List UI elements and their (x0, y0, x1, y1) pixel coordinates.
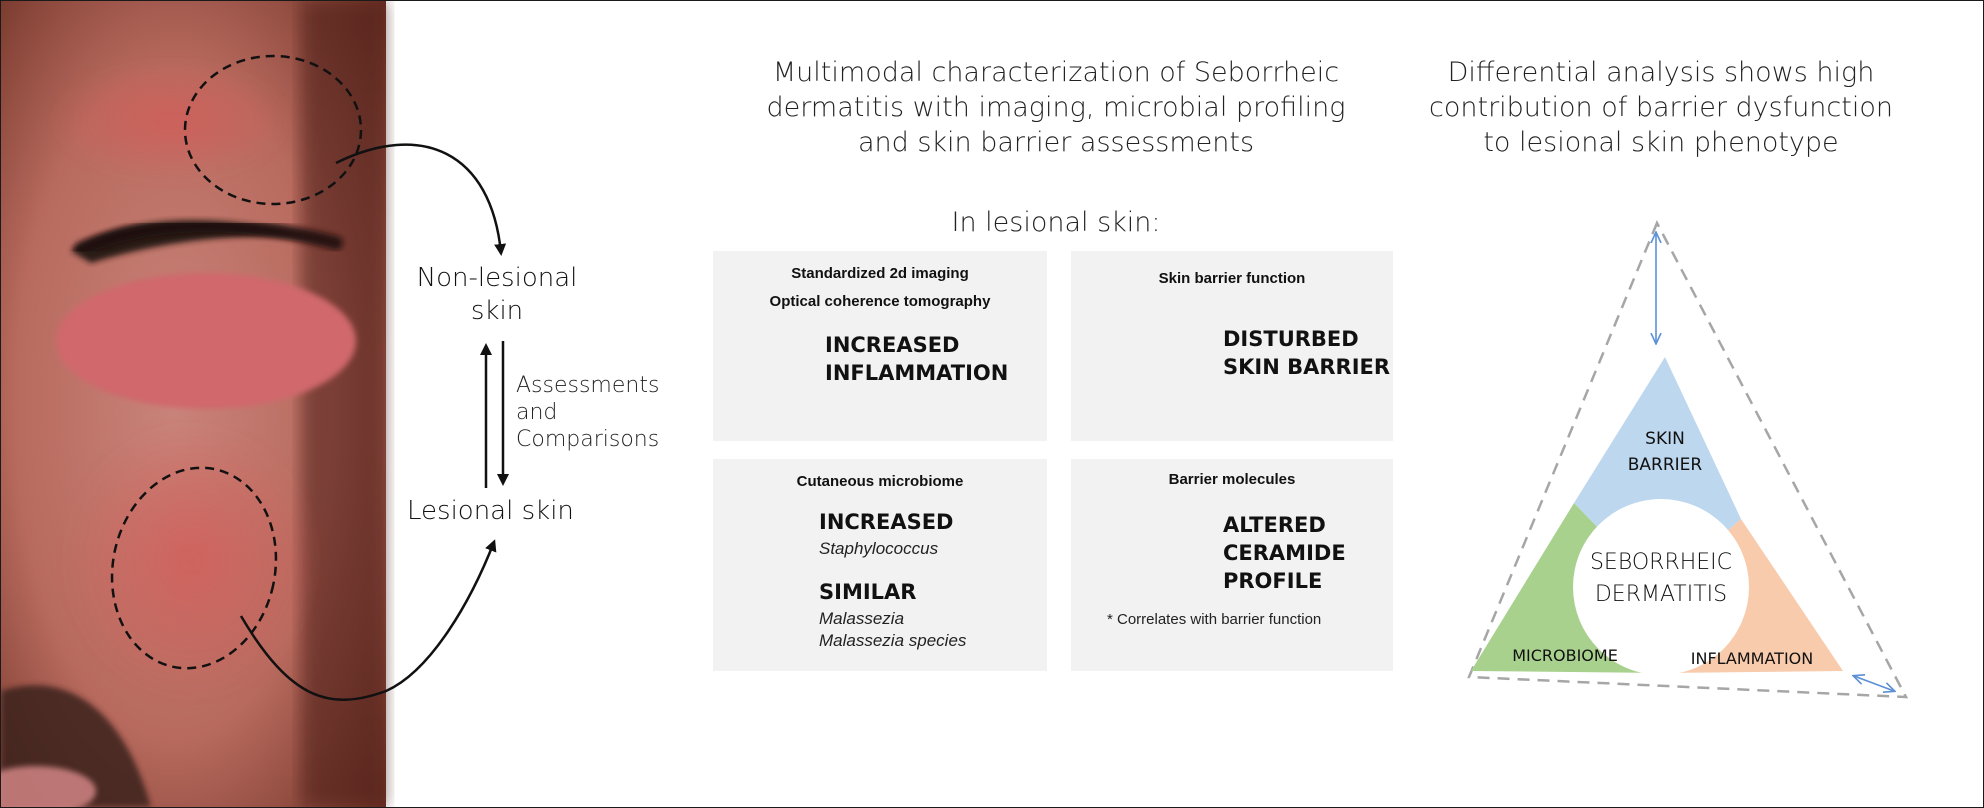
assessments-label: Assessments and Comparisons (516, 372, 659, 453)
barrier-panel: Skin barrier function DISTURBED SKIN BAR… (1071, 251, 1393, 441)
horizontal-distance-arrow (1854, 676, 1894, 691)
imaging-title-2: Optical coherence tomography (769, 293, 991, 310)
molecules-note: * Correlates with barrier function (1107, 611, 1322, 628)
barrier-result: DISTURBED SKIN BARRIER (1223, 325, 1390, 381)
assessments-line1: Assessments (516, 373, 660, 398)
arrow-to-lesional (239, 539, 497, 701)
non-lesional-label: Non-lesional skin (407, 262, 587, 328)
middle-title-line2: dermatitis with imaging, microbial profi… (766, 92, 1346, 123)
skin-barrier-label-line1: SKIN (1645, 429, 1685, 449)
microbiome-result1-detail: Staphylococcus (819, 539, 939, 558)
microbiome-label: MICROBIOME (1512, 646, 1618, 665)
barrier-title: Skin barrier function (1158, 270, 1306, 287)
microbiome-result2-detail-line2: Malassezia species (819, 631, 967, 650)
molecules-result: ALTERED CERAMIDE PROFILE (1223, 511, 1346, 595)
middle-title: Multimodal characterization of Seborrhei… (716, 55, 1396, 160)
arrow-to-non-lesional (335, 143, 507, 256)
center-label-line1: SEBORRHEIC (1589, 550, 1733, 575)
barrier-result-line2: SKIN BARRIER (1223, 355, 1391, 379)
assessments-line2: and (516, 400, 558, 425)
molecules-result-line1: ALTERED (1223, 513, 1326, 537)
center-label-line2: DERMATITIS (1594, 582, 1728, 607)
microbiome-result2-detail-line1: Malassezia (819, 609, 905, 628)
skin-barrier-label-line2: BARRIER (1627, 455, 1703, 475)
non-lesional-label-line2: skin (470, 296, 524, 326)
microbiome-result2: SIMILAR (819, 580, 917, 604)
barrier-result-line1: DISTURBED (1223, 327, 1359, 351)
center-label: SEBORRHEIC DERMATITIS (1561, 547, 1761, 611)
face-photo (1, 1, 386, 807)
molecules-title: Barrier molecules (1168, 471, 1296, 488)
imaging-title-1: Standardized 2d imaging (791, 265, 969, 282)
lesional-label: Lesional skin (407, 496, 574, 526)
right-title-line3: to lesional skin phenotype (1483, 127, 1839, 158)
microbiome-result2-detail: Malassezia Malassezia species (819, 608, 966, 652)
lesional-subtitle: In lesional skin: (951, 207, 1161, 238)
microbiome-title: Cutaneous microbiome (796, 473, 964, 490)
non-lesional-region-marker (183, 54, 363, 206)
inflammation-label: INFLAMMATION (1690, 649, 1814, 668)
imaging-result-line2: INFLAMMATION (825, 361, 1009, 385)
imaging-result: INCREASED INFLAMMATION (825, 331, 1008, 387)
imaging-result-line1: INCREASED (825, 333, 960, 357)
imaging-panel: Standardized 2d imaging Optical coherenc… (713, 251, 1047, 441)
skin-barrier-label: SKIN BARRIER (1605, 426, 1725, 478)
right-title-line1: Differential analysis shows high (1447, 57, 1875, 88)
molecules-panel: Barrier molecules ALTERED CERAMIDE PROFI… (1071, 459, 1393, 671)
middle-title-line3: and skin barrier assessments (857, 127, 1255, 158)
non-lesional-label-line1: Non-lesional (416, 263, 578, 293)
molecules-result-line3: PROFILE (1223, 569, 1323, 593)
molecules-result-line2: CERAMIDE (1223, 541, 1346, 565)
center-circle (1573, 499, 1749, 675)
middle-title-line1: Multimodal characterization of Seborrhei… (772, 57, 1340, 88)
phenotype-triangle-diagram (1467, 220, 1909, 699)
assessments-line3: Comparisons (516, 427, 660, 452)
right-title: Differential analysis shows high contrib… (1401, 55, 1921, 160)
outer-dashed-triangle (1467, 220, 1909, 699)
microbiome-panel: Cutaneous microbiome INCREASED Staphyloc… (713, 459, 1047, 671)
lesional-region-marker (110, 466, 278, 670)
right-title-line2: contribution of barrier dysfunction (1429, 92, 1893, 123)
microbiome-result1: INCREASED (819, 510, 954, 534)
